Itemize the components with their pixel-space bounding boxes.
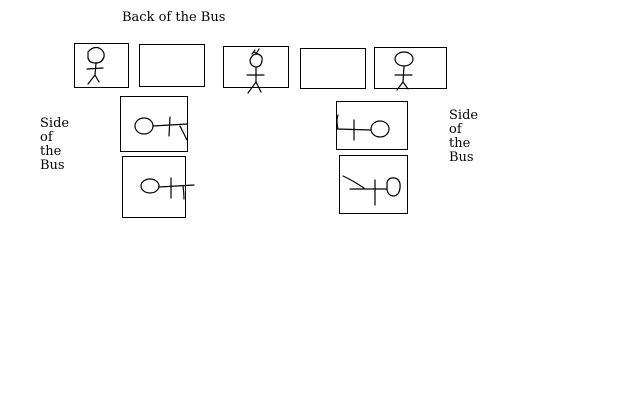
back-seat-2 (139, 44, 205, 87)
back-seat-3 (223, 46, 289, 88)
side-of-bus-label-left: Side of the Bus (40, 116, 70, 173)
passenger-figure-back-5 (394, 51, 414, 91)
back-seat-5 (374, 47, 447, 89)
passenger-figure-right-2 (342, 175, 401, 206)
left-seat-2 (122, 156, 186, 218)
back-seat-4 (300, 48, 366, 89)
passenger-figure-back-1 (86, 46, 105, 85)
back-seat-1 (74, 43, 129, 88)
back-of-bus-label: Back of the Bus (122, 10, 226, 25)
right-seat-1 (336, 101, 408, 150)
right-seat-2 (339, 155, 408, 214)
side-of-bus-label-right: Side of the Bus (449, 108, 479, 165)
passenger-figure-right-1 (336, 114, 390, 141)
passenger-figure-left-1 (134, 116, 188, 141)
passenger-figure-back-3 (246, 48, 265, 94)
passenger-figure-left-2 (140, 177, 195, 200)
